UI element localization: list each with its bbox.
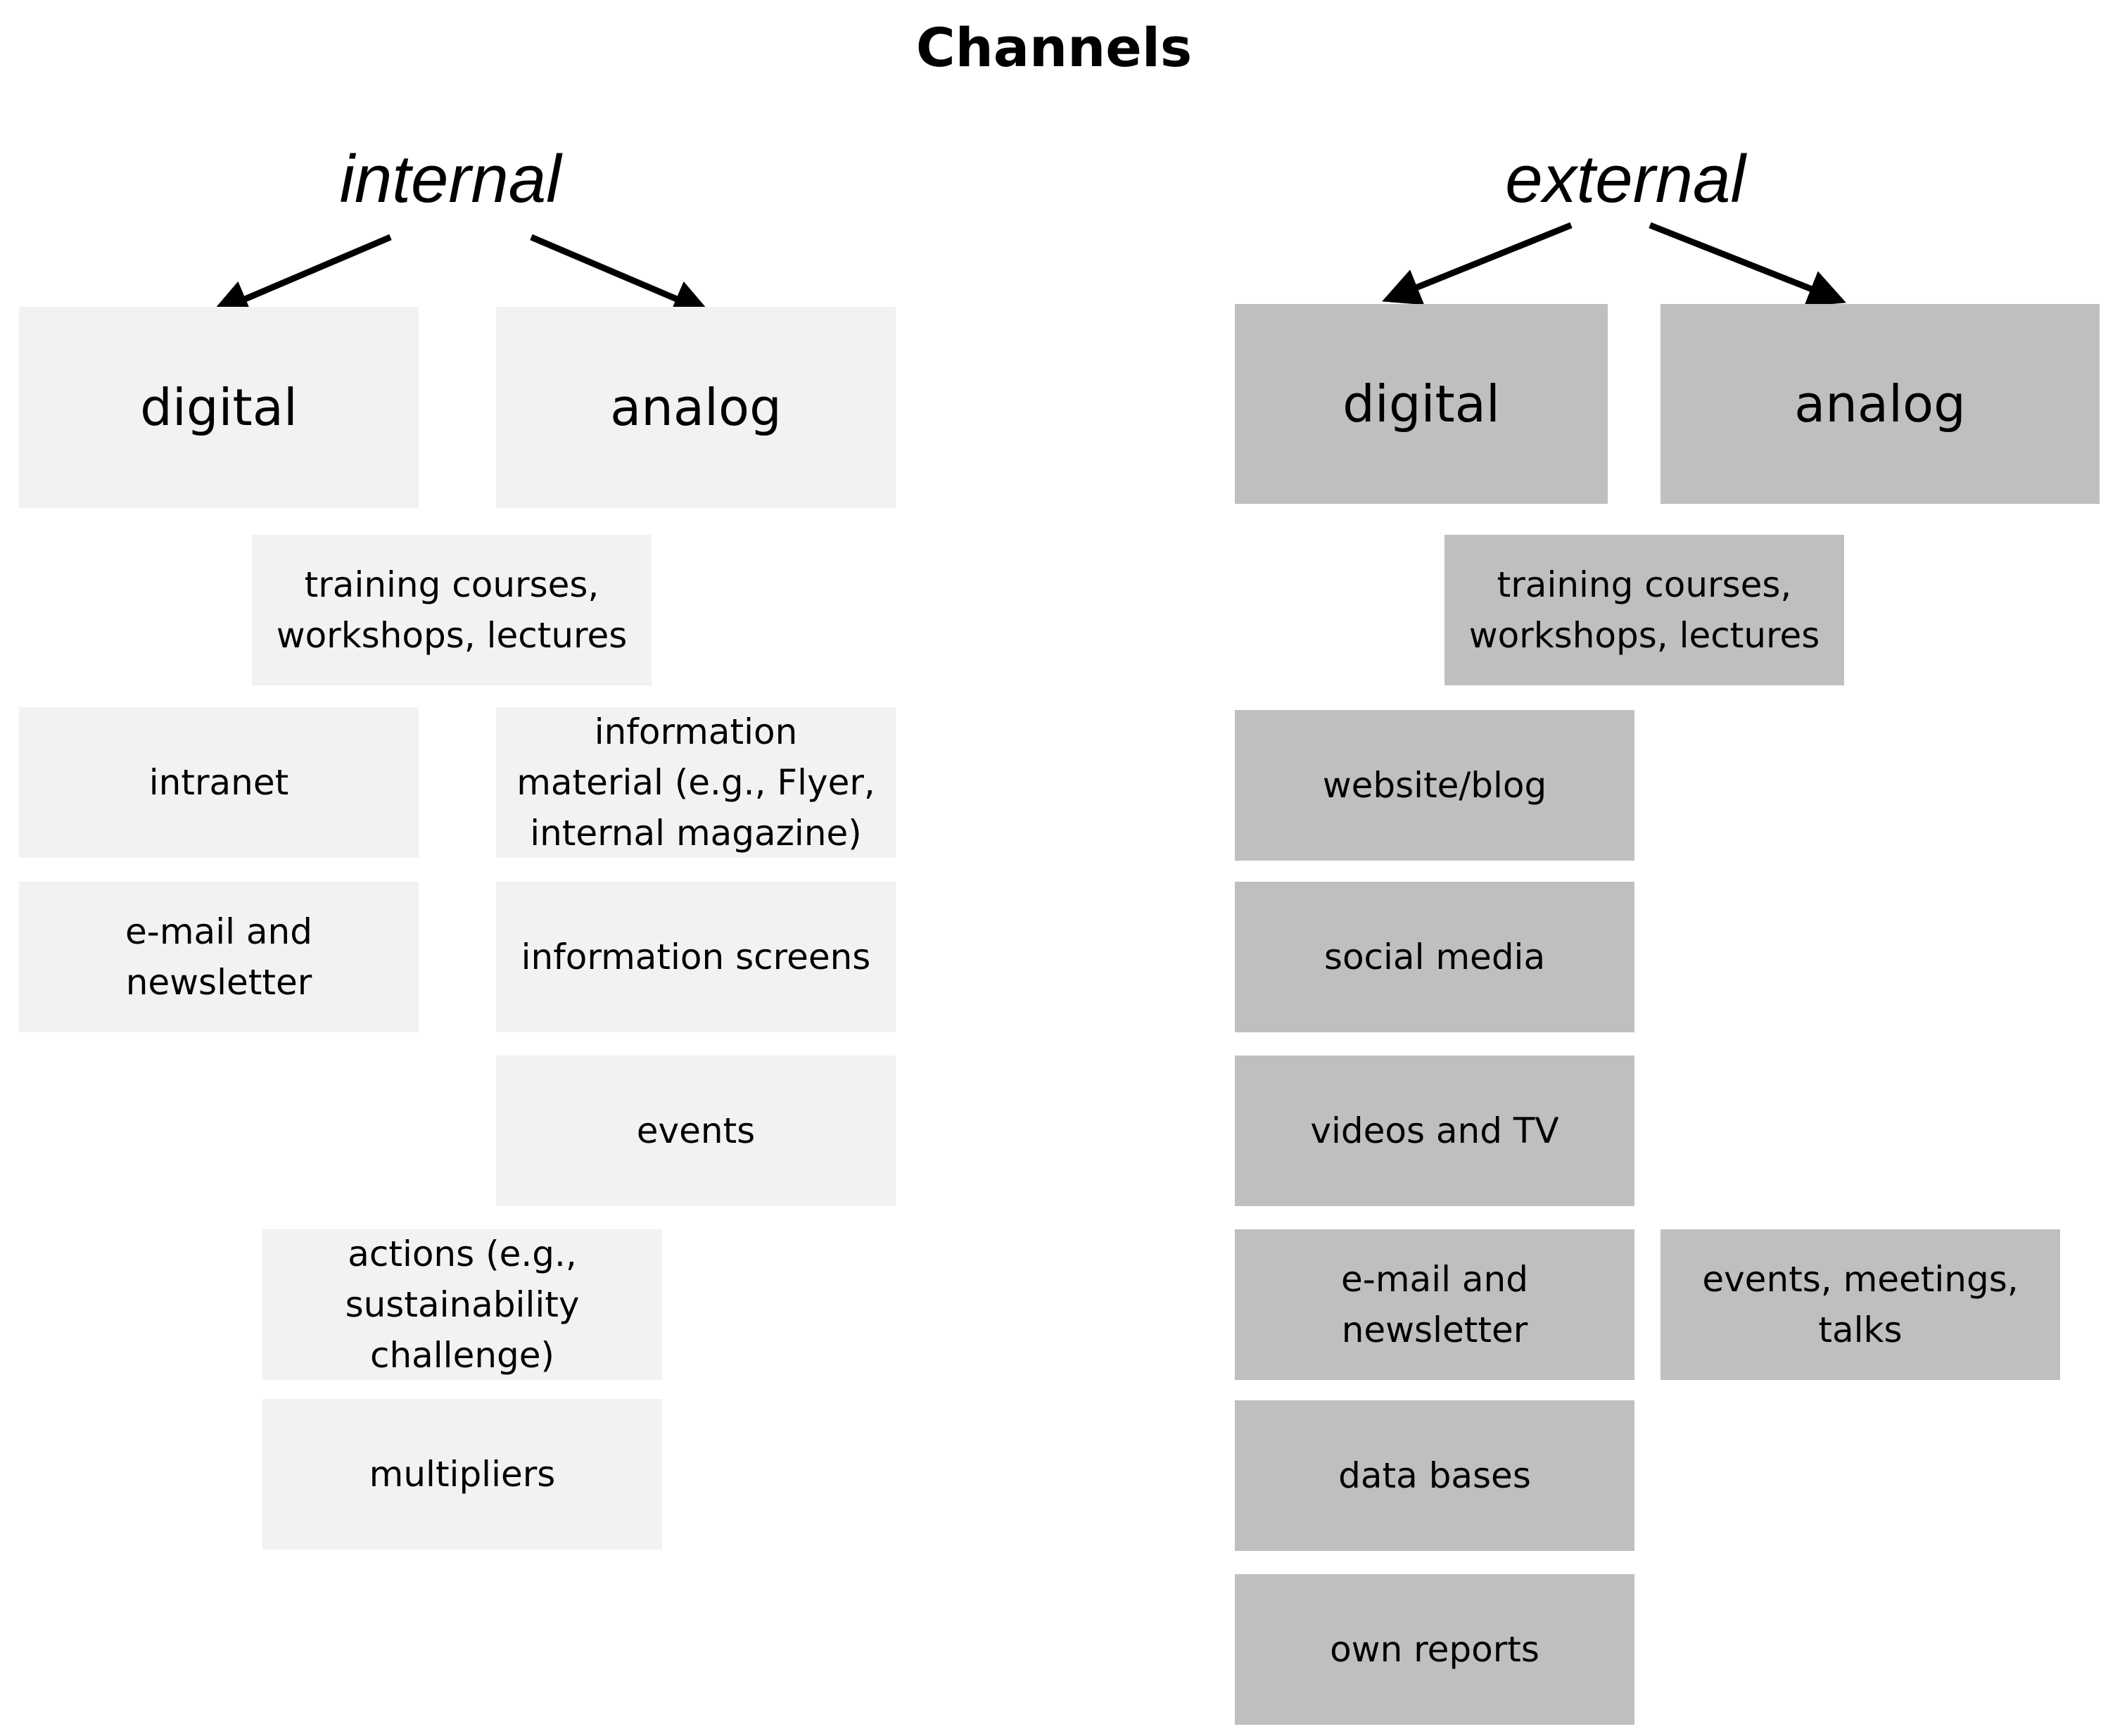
internal-label: internal	[339, 141, 561, 217]
internal-item-events: events	[496, 1056, 896, 1206]
external-item-events-meetings: events, meetings, talks	[1661, 1229, 2060, 1380]
internal-digital-box: digital	[19, 307, 419, 508]
internal-item-intranet: intranet	[19, 707, 419, 858]
diagram-title: Channels	[915, 16, 1193, 79]
external-digital-box: digital	[1235, 304, 1608, 504]
external-analog-box: analog	[1661, 304, 2100, 504]
internal-item-training: training courses, workshops, lectures	[252, 535, 652, 685]
external-item-social-media: social media	[1235, 882, 1634, 1032]
arrow-external-digital	[1382, 222, 1573, 305]
internal-item-email-newsletter: e-mail and newsletter	[19, 882, 419, 1032]
external-item-training: training courses, workshops, lectures	[1445, 535, 1844, 685]
arrow-external-analog	[1649, 222, 1846, 307]
internal-item-information-screens: information screens	[496, 882, 896, 1032]
internal-item-information-material: information material (e.g., Flyer, inter…	[496, 707, 896, 858]
external-item-email-newsletter: e-mail and newsletter	[1235, 1229, 1634, 1380]
external-item-data-bases: data bases	[1235, 1400, 1634, 1551]
external-item-website-blog: website/blog	[1235, 710, 1634, 861]
arrow-internal-digital	[210, 234, 392, 317]
arrow-internal-analog	[530, 234, 711, 317]
internal-item-actions: actions (e.g., sustainability challenge)	[262, 1229, 662, 1380]
internal-item-multipliers: multipliers	[262, 1399, 662, 1550]
internal-analog-box: analog	[496, 307, 896, 508]
external-item-videos-tv: videos and TV	[1235, 1056, 1634, 1206]
external-label: external	[1505, 141, 1746, 217]
external-item-own-reports: own reports	[1235, 1574, 1634, 1725]
